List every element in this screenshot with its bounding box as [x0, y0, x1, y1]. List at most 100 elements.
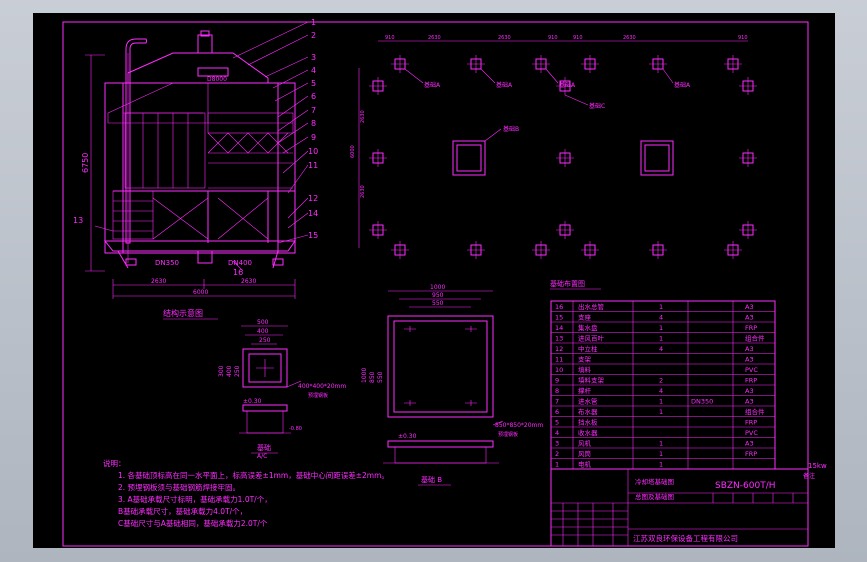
- plan-label-6: 基础C: [589, 102, 605, 110]
- table-cell-no: 14: [555, 324, 563, 332]
- table-cell-no: 3: [555, 440, 559, 448]
- table-cell-name: 出水总管: [578, 302, 605, 311]
- callout-1: 1: [311, 18, 316, 27]
- pipe-out-label: DN400: [228, 259, 252, 267]
- table-cell-name: 支架: [578, 355, 592, 364]
- table-cell-qty: 1: [659, 398, 663, 406]
- plan-caption: 基础布置图: [550, 279, 585, 288]
- motor-label: D8000: [207, 76, 227, 83]
- table-cell-mat: 组合件: [745, 407, 765, 416]
- table-cell-mat: A3: [745, 398, 754, 406]
- fb-dim-top-2: 950: [432, 292, 444, 299]
- callout-9: 9: [311, 133, 316, 142]
- callout-14: 14: [308, 209, 318, 218]
- drawing-frame: [62, 21, 809, 547]
- table-cell-name: 风机: [578, 439, 592, 448]
- table-cell-mat: FRP: [745, 377, 757, 385]
- table-cell-no: 5: [555, 419, 559, 427]
- table-cell-qty: 1: [659, 324, 663, 332]
- callout-13: 13: [73, 216, 83, 225]
- table-cell-qty: 4: [659, 314, 663, 322]
- callout-15: 15: [308, 231, 318, 240]
- table-cell-mat: A3: [745, 303, 754, 311]
- fa-dim-side-2: 400: [226, 365, 233, 377]
- fa-dim-top-2: 400: [257, 328, 269, 335]
- table-cell-no: 13: [555, 335, 563, 343]
- fb-level: ±0.30: [398, 433, 417, 440]
- fb-caption: 基础 B: [421, 475, 442, 484]
- fa-level2: -0.80: [289, 426, 302, 432]
- plan-label-2: 基础A: [496, 81, 513, 89]
- table-cell-mat: PVC: [745, 366, 758, 374]
- fb-spec: 850*850*20mm: [495, 422, 543, 429]
- fb-note: 预埋钢板: [498, 431, 518, 438]
- callout-7: 7: [311, 106, 316, 115]
- pipe-in-label: DN350: [155, 259, 179, 267]
- callout-4: 4: [311, 66, 316, 75]
- dim-total: 6000: [193, 289, 208, 296]
- table-cell-name: 布水器: [578, 407, 598, 416]
- table-cell-mat: A3: [745, 314, 754, 322]
- table-cell-name: 风筒: [578, 449, 592, 458]
- table-cell-no: 15: [555, 314, 563, 322]
- fb-dim-top-1: 1000: [430, 284, 445, 291]
- note-line-5: C基础尺寸与A基础相同，基础承载力2.0T/个: [118, 518, 268, 528]
- table-cell-qty: 1: [659, 461, 663, 469]
- callout-3: 3: [311, 53, 316, 62]
- table-cell-mat: FRP: [745, 324, 757, 332]
- fa-dim-side-3: 250: [234, 365, 241, 377]
- table-cell-name: 填料: [578, 365, 592, 374]
- table-cell-qty: 2: [659, 377, 663, 385]
- table-cell-qty: 4: [659, 345, 663, 353]
- title-main: 冷却塔基础图: [635, 477, 674, 486]
- title-remark: 备注: [803, 472, 815, 480]
- table-cell-name: 撑杆: [578, 386, 592, 395]
- fa-note: 预埋钢板: [308, 392, 328, 399]
- plan-dim-7: 910: [738, 35, 748, 41]
- fa-caption: 基础: [257, 443, 271, 452]
- plan-side-dim-3: 2630: [360, 185, 366, 198]
- notes-block: 说明： 1. 各基础顶标高在同一水平面上，标高误差±1mm，基础中心间距误差±2…: [103, 458, 389, 528]
- table-cell-name: 集水盘: [578, 323, 598, 332]
- table-cell-mat: FRP: [745, 450, 757, 458]
- table-cell-no: 11: [555, 356, 563, 364]
- table-cell-name: 挡水板: [578, 418, 598, 427]
- callout-numbers: 1 2 3 4 5 6 7 8 9 10 11 12 14 15 13 16: [73, 18, 318, 277]
- plan-label-4: 基础A: [674, 81, 691, 89]
- table-cell-no: 9: [555, 377, 559, 385]
- table-cell-no: 4: [555, 429, 559, 437]
- fa-dim-top-1: 500: [257, 319, 269, 326]
- callout-2: 2: [311, 31, 316, 40]
- cad-drawing-canvas[interactable]: D8000: [33, 13, 835, 548]
- table-cell-qty: 1: [659, 303, 663, 311]
- table-cell-name: 中立柱: [578, 344, 598, 353]
- table-cell-no: 6: [555, 408, 559, 416]
- plan-label-3: 基础A: [559, 81, 576, 89]
- callout-12: 12: [308, 194, 318, 203]
- callout-6: 6: [311, 92, 316, 101]
- table-cell-no: 2: [555, 450, 559, 458]
- table-cell-mat: A3: [745, 356, 754, 364]
- dim-height: 6750: [81, 153, 90, 173]
- table-cell-qty: 1: [659, 450, 663, 458]
- table-cell-mat: A3: [745, 387, 754, 395]
- fb-dim-side-2: 850: [369, 371, 376, 383]
- callout-8: 8: [311, 119, 316, 128]
- foundation-plan: 910 2630 2630 910 910 2630 910 2630 6000…: [350, 35, 757, 290]
- fa-level: ±0.30: [243, 398, 262, 405]
- table-cell-no: 10: [555, 366, 563, 374]
- table-cell-no: 7: [555, 398, 559, 406]
- table-cell-mat: PVC: [745, 429, 758, 437]
- table-cell-name: 填料支架: [578, 376, 605, 385]
- table-cell-name: 电机: [578, 460, 592, 469]
- plan-label-5: 基础B: [503, 125, 519, 133]
- plan-side-dim-1: 2630: [360, 110, 366, 123]
- note-line-1: 1. 各基础顶标高在同一水平面上，标高误差±1mm，基础中心间距误差±2mm。: [118, 470, 389, 480]
- table-cell-mat: A3: [745, 440, 754, 448]
- plan-dim-1: 910: [385, 35, 395, 41]
- table-cell-no: 16: [555, 303, 563, 311]
- title-block: 冷却塔基础图 总图及基础图 SBZN-600T/H 江苏双良环保设备工程有限公司…: [550, 462, 827, 547]
- callout-11: 11: [308, 161, 318, 170]
- title-weight: 15kw: [808, 462, 827, 470]
- plan-dim-6: 2630: [623, 35, 636, 41]
